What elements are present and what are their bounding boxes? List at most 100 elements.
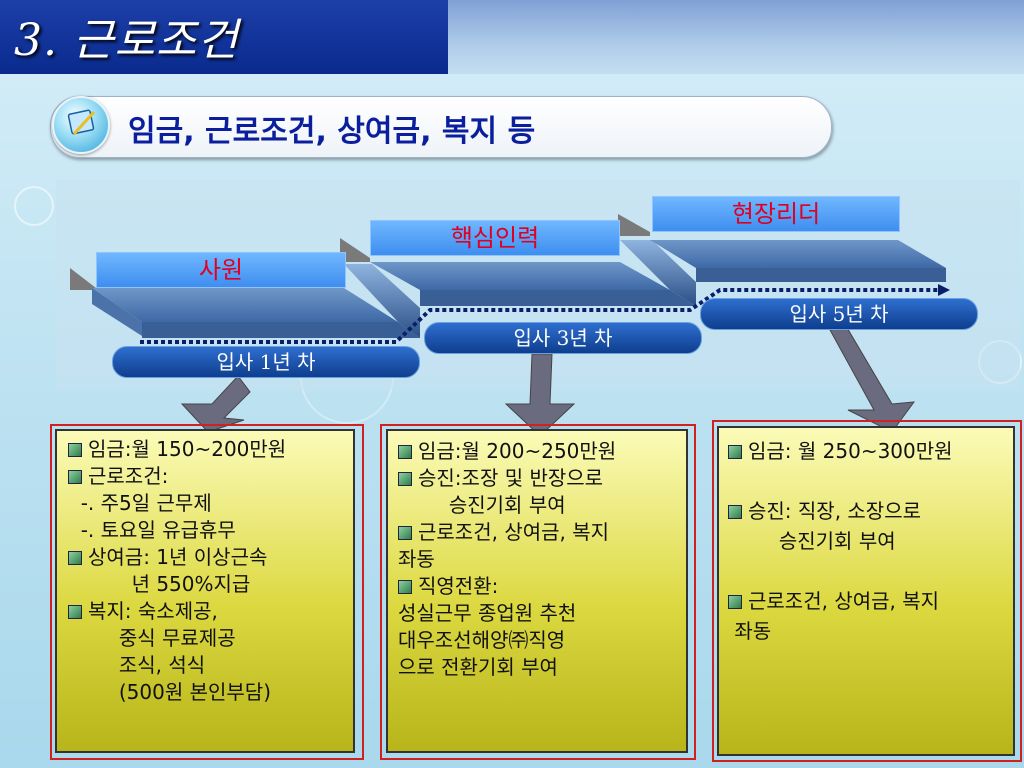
stair-step-3-top: [650, 240, 946, 268]
square-bullet-icon: [68, 605, 82, 619]
box-line: 조식, 석식: [68, 652, 286, 679]
box-line-text: [728, 559, 734, 583]
box-line: 근로조건, 상여금, 복지: [398, 519, 616, 546]
title-banner: [0, 0, 448, 74]
box-line-text: 임금:월 200~250만원: [418, 439, 617, 463]
square-bullet-icon: [68, 443, 82, 457]
stair-step-2-front: [420, 290, 696, 306]
box-line-text: -. 주5일 근무제: [68, 491, 212, 515]
progression-arrowhead: [938, 284, 950, 296]
box-line-text: 직영전환:: [418, 574, 499, 598]
box-line: 근로조건, 상여금, 복지: [728, 586, 953, 616]
box-line-text: 좌동: [398, 547, 435, 571]
box-line-text: 근로조건:: [88, 464, 169, 488]
down-arrow-3: [829, 325, 916, 433]
notepad-icon-graphic: [67, 109, 96, 136]
box-line-text: 승진:조장 및 반장으로: [418, 466, 604, 490]
box-line: 상여금: 1년 이상근속: [68, 544, 286, 571]
box-line-text: [728, 469, 734, 493]
progression-dotted-line: [140, 288, 942, 344]
box-line-text: 근로조건, 상여금, 복지: [748, 589, 940, 613]
subtitle-bar: [50, 96, 832, 158]
stair-step-3-shadow: [618, 214, 650, 236]
box-line-text: 승진기회 부여: [728, 529, 896, 553]
stage-label-field-leader: 현장리더: [652, 196, 900, 232]
box-line: 좌동: [398, 546, 616, 573]
box-line-text: 근로조건, 상여금, 복지: [418, 520, 610, 544]
decorative-circle: [14, 186, 54, 226]
box-line: [728, 556, 953, 586]
stair-step-2-shadow: [340, 238, 370, 262]
box-line-text: 조식, 석식: [68, 653, 206, 677]
box-line-text: 임금: 월 250~300만원: [748, 439, 953, 463]
box-line-text: 복지: 숙소제공,: [88, 599, 218, 623]
square-bullet-icon: [728, 595, 742, 609]
box-line: 년 550%지급: [68, 571, 286, 598]
box-line-text: 성실근무 종업원 추천: [398, 601, 577, 625]
box-line-text: 으로 전환기회 부여: [398, 655, 558, 679]
square-bullet-icon: [398, 580, 412, 594]
notepad-icon: [52, 96, 110, 154]
stair-step-1-front: [142, 322, 420, 338]
box-line-text: 승진기회 부여: [398, 493, 566, 517]
box-line: [728, 466, 953, 496]
stair-step-1-top: [92, 288, 398, 322]
box-line-text: 승진: 직장, 소장으로: [748, 499, 922, 523]
box-field-leader-text: 임금: 월 250~300만원 승진: 직장, 소장으로 승진기회 부여 근로조…: [728, 436, 953, 646]
box-line-text: 좌동: [728, 619, 772, 643]
square-bullet-icon: [68, 470, 82, 484]
stage-label-core-talent: 핵심인력: [370, 220, 620, 256]
square-bullet-icon: [728, 445, 742, 459]
box-core-talent: [386, 429, 688, 753]
box-line-text: (500원 본인부담): [68, 680, 271, 704]
tenure-pill-year-1: 입사 1년 차: [112, 346, 420, 378]
box-line: 근로조건:: [68, 463, 286, 490]
box-line-text: -. 토요일 유급휴무: [68, 518, 236, 542]
box-line: 복지: 숙소제공,: [68, 598, 286, 625]
box-line: 중식 무료제공: [68, 625, 286, 652]
square-bullet-icon: [398, 445, 412, 459]
tenure-pill-year-5: 입사 5년 차: [700, 298, 978, 330]
box-line-text: 중식 무료제공: [68, 626, 236, 650]
box-line: (500원 본인부담): [68, 679, 286, 706]
box-line: 승진기회 부여: [728, 526, 953, 556]
box-line-text: 상여금: 1년 이상근속: [88, 545, 268, 569]
box-line-text: 년 550%지급: [68, 572, 251, 596]
stair-step-1-shadow: [70, 268, 96, 290]
box-line: -. 주5일 근무제: [68, 490, 286, 517]
box-line: 좌동: [728, 616, 953, 646]
stair-step-3-front: [696, 268, 946, 282]
subtitle-text: 임금, 근로조건, 상여금, 복지 등: [128, 114, 536, 149]
square-bullet-icon: [398, 526, 412, 540]
stair-riser-2: [620, 240, 696, 306]
box-line: 성실근무 종업원 추천: [398, 600, 616, 627]
box-frame-core-talent: [380, 424, 696, 760]
box-line: 임금:월 200~250만원: [398, 438, 616, 465]
tenure-pill-year-3: 입사 3년 차: [424, 322, 702, 354]
box-frame-field-leader: [712, 420, 1022, 762]
box-line-text: 대우조선해양㈜직영: [398, 628, 566, 652]
square-bullet-icon: [398, 472, 412, 486]
box-line: 승진기회 부여: [398, 492, 616, 519]
stair-riser-1: [344, 264, 420, 338]
career-stairs-diagram: [70, 214, 950, 437]
stage-label-staff: 사원: [96, 252, 346, 288]
box-line-text: 임금:월 150~200만원: [88, 437, 287, 461]
box-frame-staff: [50, 424, 364, 760]
down-arrow-2: [504, 353, 576, 437]
box-line: 으로 전환기회 부여: [398, 654, 616, 681]
box-line: 승진:조장 및 반장으로: [398, 465, 616, 492]
box-line: 임금: 월 250~300만원: [728, 436, 953, 466]
down-arrow-1: [180, 375, 251, 433]
box-line: 임금:월 150~200만원: [68, 436, 286, 463]
box-line: 직영전환:: [398, 573, 616, 600]
square-bullet-icon: [68, 551, 82, 565]
page-title: 3. 근로조건: [14, 15, 239, 66]
box-line: 승진: 직장, 소장으로: [728, 496, 953, 526]
title-banner-fade: [448, 0, 1024, 74]
box-field-leader: [717, 426, 1015, 756]
box-staff: [55, 429, 355, 753]
square-bullet-icon: [728, 505, 742, 519]
